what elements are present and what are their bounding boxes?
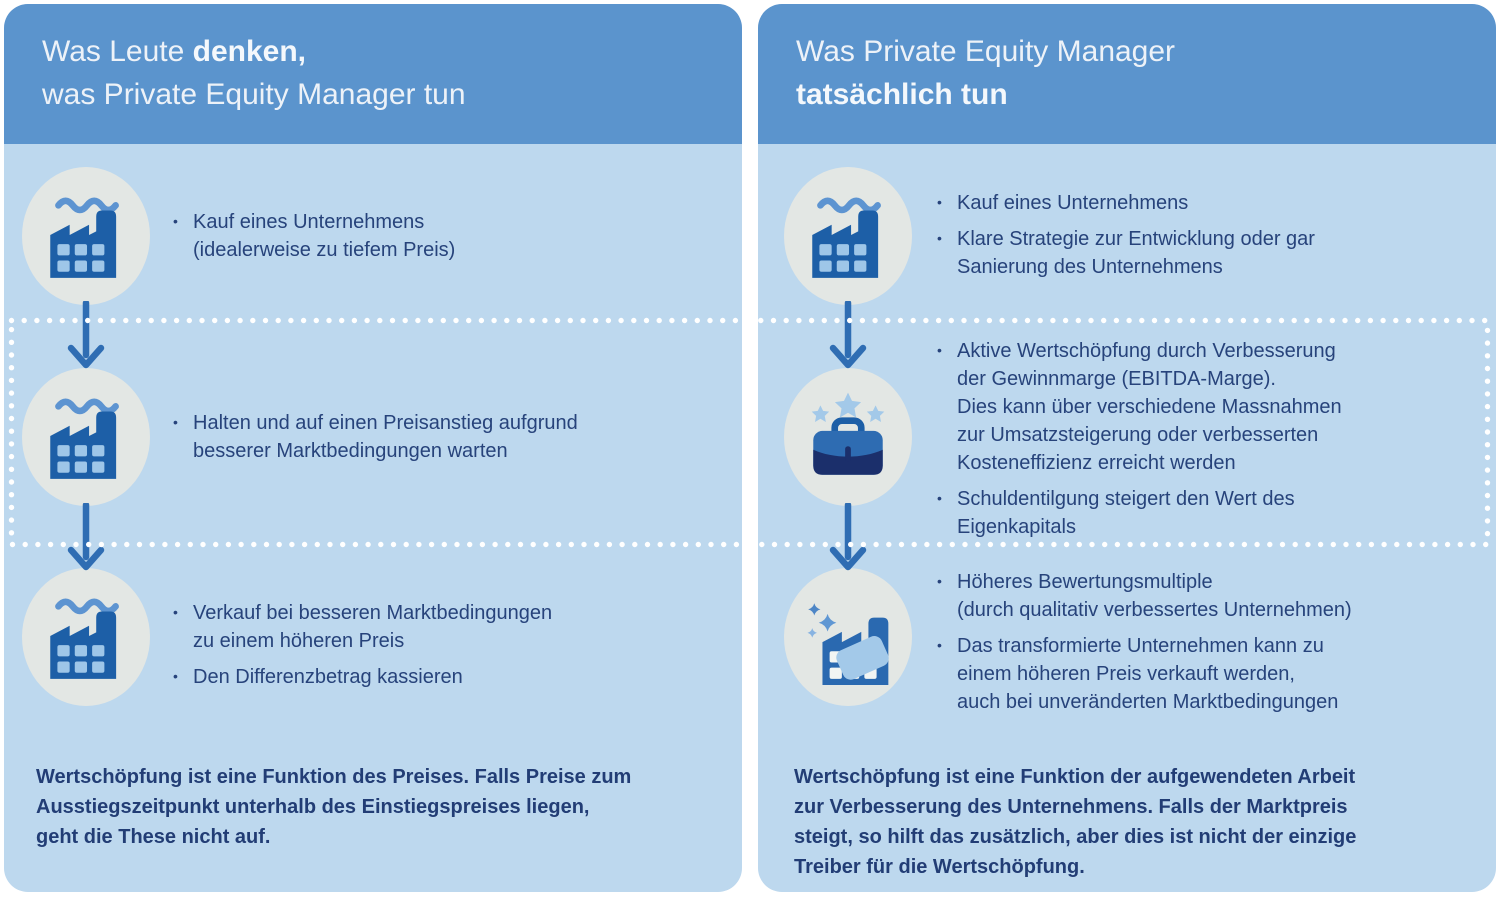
factory-icon <box>38 188 134 284</box>
right-step3-circle <box>784 568 912 706</box>
right-step1-circle <box>784 167 912 305</box>
factory-icon <box>38 389 134 485</box>
right-footer-note: Wertschöpfung ist eine Funktion der aufg… <box>794 766 1357 878</box>
right-step2-circle <box>784 368 912 506</box>
briefcase-stars-icon <box>800 389 896 485</box>
left-panel-title: Was Leute denken, was Private Equity Man… <box>4 4 742 144</box>
factory-sparkle-icon <box>800 589 896 685</box>
bullet-item: Aktive Wertschöpfung durch Verbesserung … <box>934 336 1494 477</box>
right-step3-bullets: Höheres Bewertungsmultiple (durch qualit… <box>934 567 1494 724</box>
bullet-item: Verkauf bei besseren Marktbedingungen zu… <box>170 598 730 655</box>
right-title-line1: Was Private Equity Manager <box>796 35 1176 68</box>
left-step2-circle <box>22 368 150 506</box>
left-footer-note: Wertschöpfung ist eine Funktion des Prei… <box>36 766 632 848</box>
right-panel-title: Was Private Equity Manager tatsächlich t… <box>758 4 1496 144</box>
left-step3-bullets: Verkauf bei besseren Marktbedingungen zu… <box>170 598 730 699</box>
right-step1-bullets: Kauf eines Unternehmens Klare Strategie … <box>934 188 1494 289</box>
left-step1-bullets: Kauf eines Unternehmens (idealerweise zu… <box>170 207 730 272</box>
bullet-item: Schuldentilgung steigert den Wert des Ei… <box>934 484 1494 541</box>
left-title-line2: was Private Equity Manager tun <box>42 78 466 111</box>
factory-icon <box>800 188 896 284</box>
arrow-down-icon <box>64 301 108 371</box>
right-title-line2: tatsächlich tun <box>796 78 1008 111</box>
left-step3-circle <box>22 568 150 706</box>
bullet-item: Kauf eines Unternehmens (idealerweise zu… <box>170 207 730 264</box>
left-step1-circle <box>22 167 150 305</box>
factory-icon <box>38 589 134 685</box>
arrow-down-icon <box>826 503 870 573</box>
bullet-item: Höheres Bewertungsmultiple (durch qualit… <box>934 567 1494 624</box>
arrow-down-icon <box>826 301 870 371</box>
left-step2-bullets: Halten und auf einen Preisanstieg aufgru… <box>170 408 730 473</box>
bullet-item: Kauf eines Unternehmens <box>934 188 1494 217</box>
left-title-line1: Was Leute denken, <box>42 35 307 68</box>
bullet-item: Das transformierte Unternehmen kann zu e… <box>934 631 1494 716</box>
arrow-down-icon <box>64 503 108 573</box>
bullet-item: Halten und auf einen Preisanstieg aufgru… <box>170 408 730 465</box>
bullet-item: Klare Strategie zur Entwicklung oder gar… <box>934 224 1494 281</box>
right-step2-bullets: Aktive Wertschöpfung durch Verbesserung … <box>934 336 1494 549</box>
bullet-item: Den Differenzbetrag kassieren <box>170 662 730 691</box>
